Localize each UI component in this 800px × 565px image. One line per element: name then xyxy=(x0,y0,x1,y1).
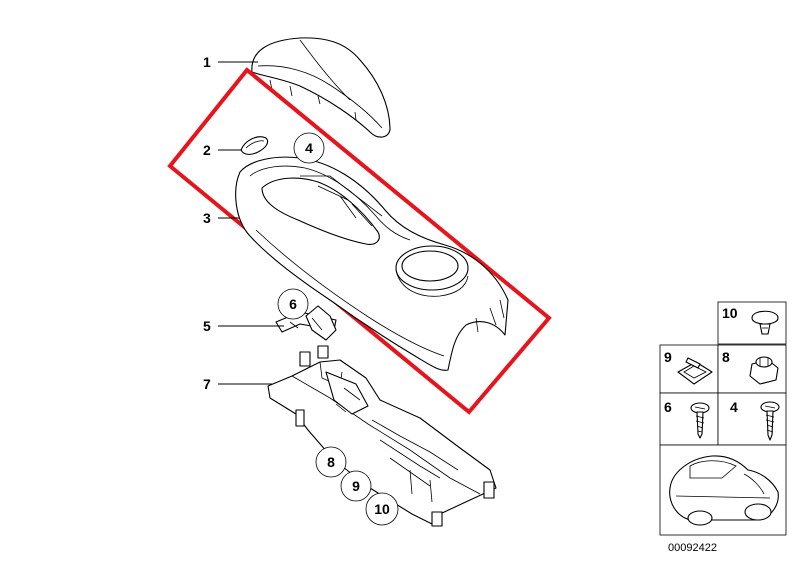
svg-text:4: 4 xyxy=(305,140,313,156)
callout-5: 5 xyxy=(203,318,211,334)
circled-ref-10: 10 xyxy=(365,492,399,526)
screw-icon-4 xyxy=(760,401,780,441)
doc-number: 00092422 xyxy=(668,542,717,554)
legend-label-6: 6 xyxy=(664,399,672,415)
vehicle-silhouette-icon xyxy=(669,455,779,526)
fastener-legend: 10 9 8 6 4 xyxy=(659,301,787,536)
push-clip-icon xyxy=(751,310,779,335)
svg-text:6: 6 xyxy=(289,296,297,312)
legend-label-10: 10 xyxy=(722,305,738,321)
legend-label-9: 9 xyxy=(664,349,672,365)
circled-ref-6: 6 xyxy=(277,288,309,320)
svg-text:10: 10 xyxy=(374,501,390,517)
callout-1: 1 xyxy=(203,54,211,70)
callout-7: 7 xyxy=(203,376,211,392)
highlight-frame xyxy=(167,67,552,415)
part-1-armrest-lid xyxy=(251,37,391,138)
circled-ref-8: 8 xyxy=(315,446,347,478)
circled-ref-9: 9 xyxy=(340,470,372,502)
spring-nut-icon xyxy=(677,357,713,385)
hex-nut-icon xyxy=(749,356,779,385)
svg-text:8: 8 xyxy=(327,454,335,470)
callout-2: 2 xyxy=(203,142,211,158)
callout-3: 3 xyxy=(203,210,211,226)
leader-lines xyxy=(218,61,284,385)
legend-label-8: 8 xyxy=(722,349,730,365)
svg-text:9: 9 xyxy=(352,478,360,494)
part-2-clip xyxy=(240,136,269,155)
legend-label-4: 4 xyxy=(730,399,738,415)
circled-ref-4: 4 xyxy=(293,132,325,164)
screw-icon-6 xyxy=(690,402,710,439)
part-3-center-console xyxy=(235,156,509,371)
